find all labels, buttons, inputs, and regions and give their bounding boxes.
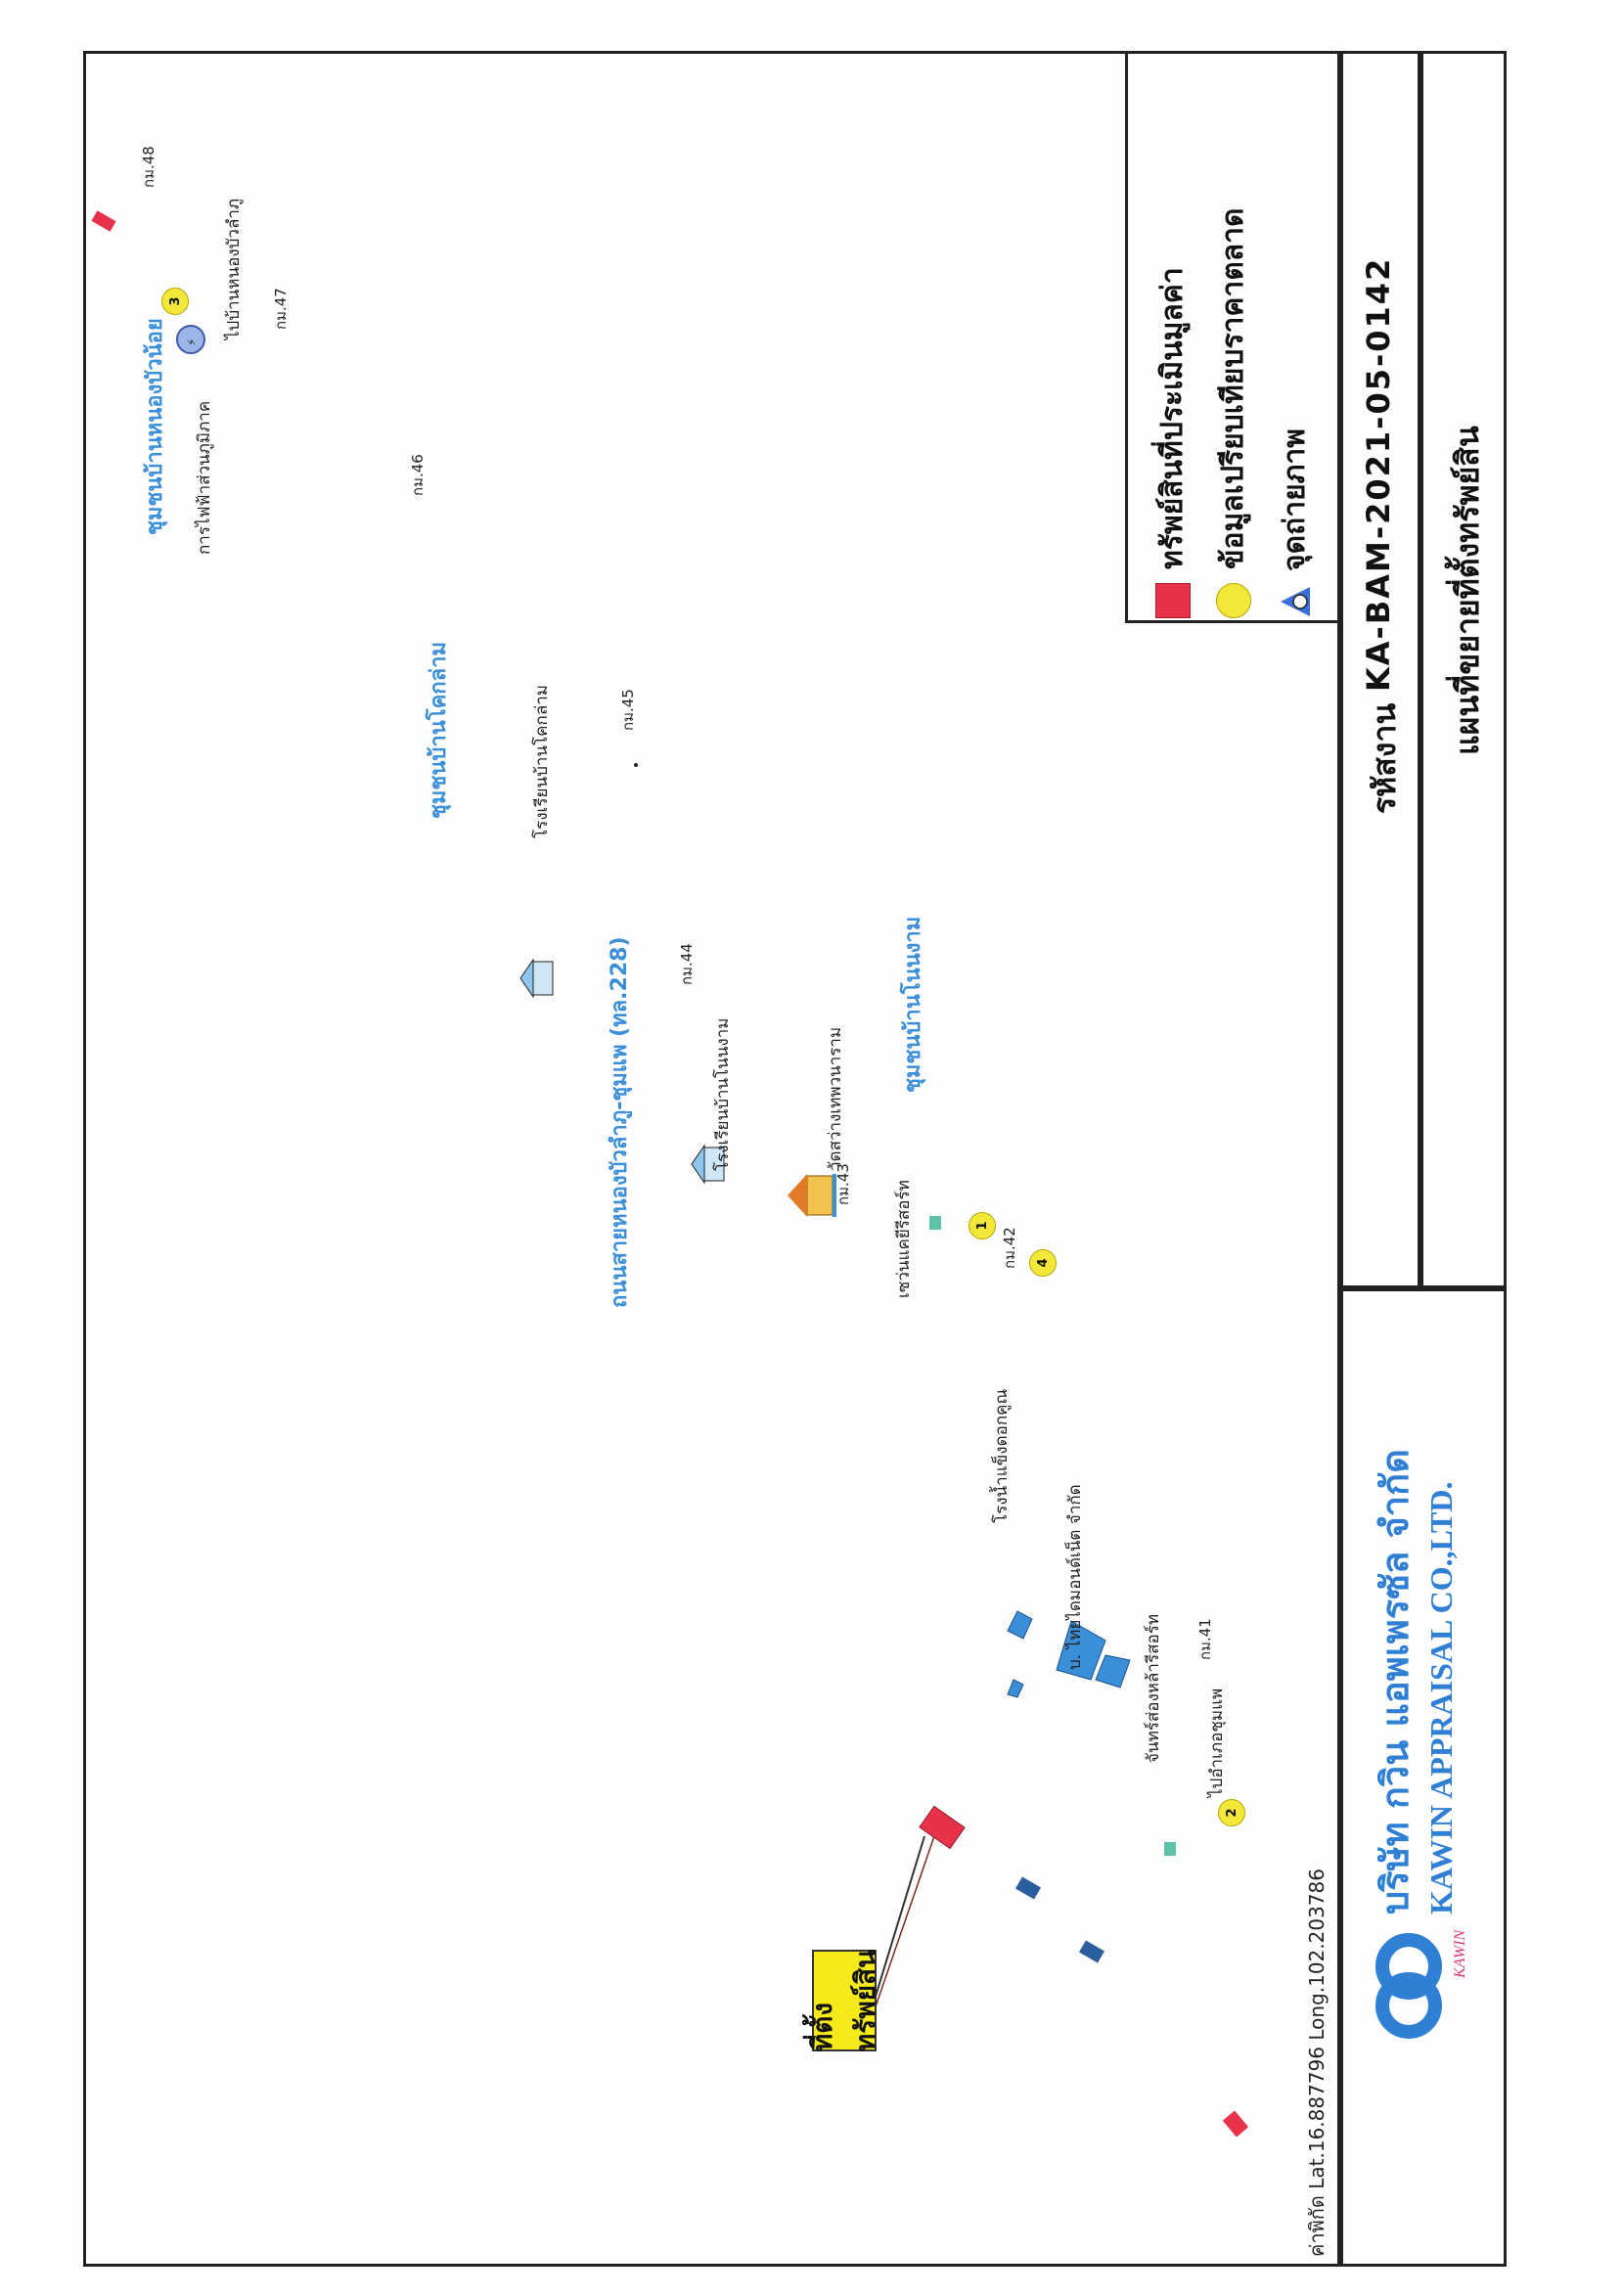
community-label-2: ชุมชนบ้านโคกล่าม xyxy=(427,642,451,819)
community-label-3: ชุมชนบ้านโนนงาม xyxy=(901,916,925,1093)
place-to-nongbua: ไปบ้านหนองบัวลำภู xyxy=(224,198,244,339)
km-marker: กม.41 xyxy=(1196,1618,1214,1660)
place-to-chumphae: ไปอำเภอชุมแพ xyxy=(1207,1688,1227,1797)
place-resort-2: จันทร์ส่องหล้ารีสอร์ท xyxy=(1144,1613,1163,1763)
km-marker: กม.43 xyxy=(834,1163,852,1205)
property-marker xyxy=(919,1805,966,1850)
km-marker: กม.46 xyxy=(409,454,427,496)
km-marker: กม.48 xyxy=(140,146,158,188)
place-school-kokklam: โรงเรียนบ้านโคกล่าม xyxy=(532,684,552,838)
place-temple: วัดสว่างเทพวนาราม xyxy=(826,1026,845,1171)
community-label-1: ชุมชนบ้านหนองบัวน้อย xyxy=(143,318,167,535)
company-logo: KAWIN xyxy=(1375,1929,1468,2039)
place-resort-1: เซว่นแคยีรีสอร์ท xyxy=(894,1180,914,1298)
km-marker: กม.42 xyxy=(1001,1227,1018,1269)
comparable-marker: 3 xyxy=(161,288,189,315)
place-company: บ. ไทยไดมอนด์เน็ต จำกัด xyxy=(1065,1484,1085,1670)
place-electricity: การไฟฟ้าส่วนภูมิภาค xyxy=(195,400,214,555)
comparable-marker: 2 xyxy=(1218,1799,1245,1826)
legend-item-photo: จุดถ่ายภาพ xyxy=(1272,428,1318,618)
place-ice-factory: โรงน้ำแข็งดอกคูณ xyxy=(992,1388,1012,1523)
comparable-marker: 4 xyxy=(1029,1249,1057,1277)
km-marker: กม.45 xyxy=(619,689,637,731)
road-label: ถนนสายหนองบัวลำภู-ชุมแพ (ทล.228) xyxy=(608,936,632,1309)
svg-text:⚡: ⚡ xyxy=(185,338,199,346)
property-label: ที่ตั้งทรัพย์สิน xyxy=(806,1949,881,2052)
logo-tag: KAWIN xyxy=(1452,1929,1468,1979)
place-school-nonngam: โรงเรียนบ้านโนนงาม xyxy=(713,1017,733,1171)
km-marker: กม.44 xyxy=(678,943,696,985)
camera-triangle-icon xyxy=(1280,587,1310,616)
km-marker: กม.47 xyxy=(272,288,290,330)
comparable-marker: 1 xyxy=(969,1212,996,1239)
